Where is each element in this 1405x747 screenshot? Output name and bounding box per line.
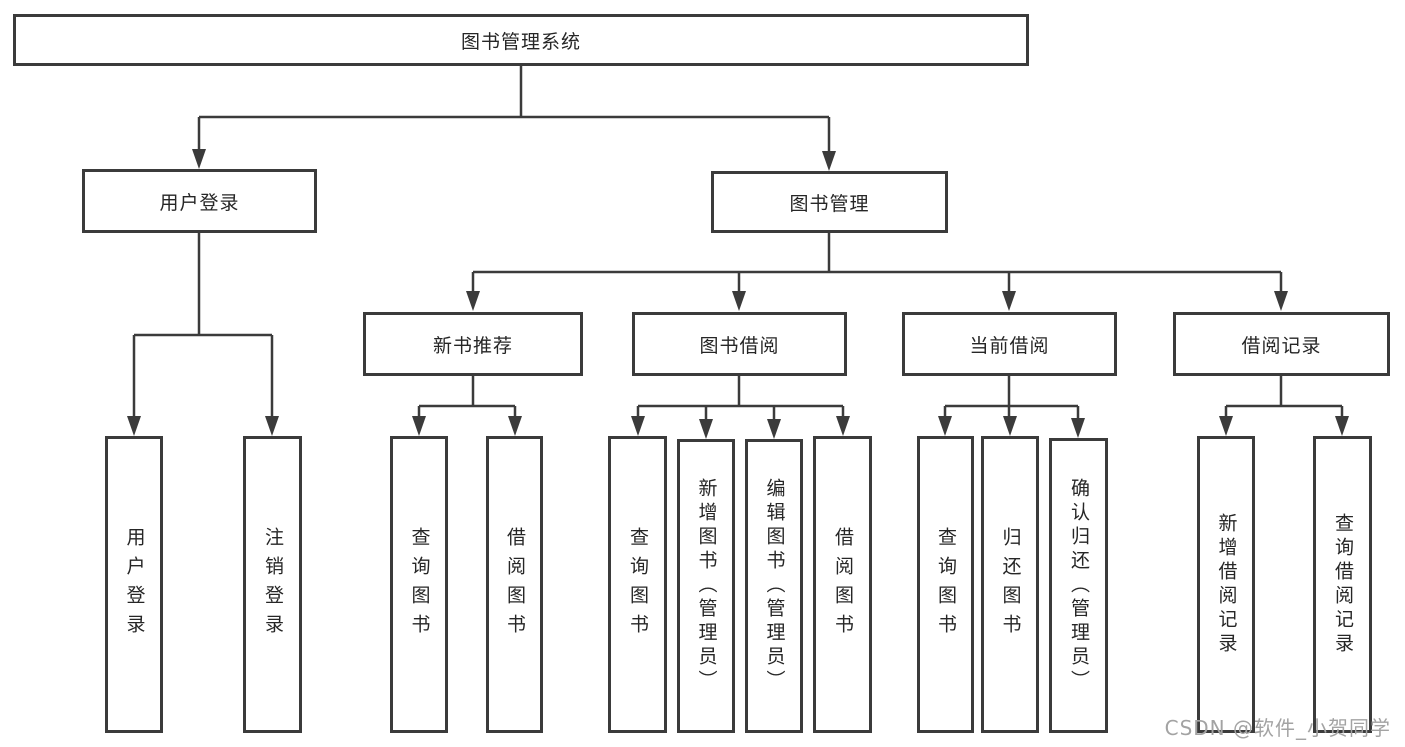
arrowhead-icon: [466, 291, 480, 311]
leaf-add-borrow-record: 新增借阅记录: [1197, 436, 1255, 733]
leaf-label: 借阅图书: [504, 526, 526, 643]
arrowhead-icon: [265, 416, 279, 436]
node-current-borrowing: 当前借阅: [902, 312, 1117, 376]
node-user-login: 用户登录: [82, 169, 317, 233]
node-library-management-system: 图书管理系统: [13, 14, 1029, 66]
arrowhead-icon: [699, 419, 713, 439]
node-label: 借阅记录: [1241, 334, 1322, 357]
node-book-borrowing: 图书借阅: [632, 312, 847, 376]
leaf-query-books-recommend: 查询图书: [390, 436, 448, 733]
arrowhead-icon: [822, 151, 836, 171]
leaf-label: 查询图书: [627, 526, 649, 643]
leaf-label: 新增借阅记录: [1215, 512, 1238, 657]
csdn-watermark: CSDN @软件_小贺同学: [1164, 716, 1391, 740]
leaf-edit-books-admin: 编辑图书（管理员）: [745, 439, 803, 733]
arrowhead-icon: [631, 416, 645, 436]
leaf-user-login: 用户登录: [105, 436, 163, 733]
leaf-label: 确认归还（管理员）: [1068, 477, 1090, 694]
arrowhead-icon: [1219, 416, 1233, 436]
arrowhead-icon: [1335, 416, 1349, 436]
arrowhead-icon: [767, 419, 781, 439]
arrowhead-icon: [732, 291, 746, 311]
leaf-query-borrow-record: 查询借阅记录: [1313, 436, 1372, 733]
leaf-label: 注销登录: [262, 526, 284, 643]
node-label: 图书借阅: [699, 334, 780, 357]
arrowhead-icon: [938, 416, 952, 436]
leaf-label: 编辑图书（管理员）: [763, 478, 786, 694]
arrowhead-icon: [192, 149, 206, 169]
arrowhead-icon: [412, 416, 426, 436]
leaf-add-books-admin: 新增图书（管理员）: [677, 439, 735, 733]
node-label: 当前借阅: [969, 334, 1050, 357]
leaf-logout: 注销登录: [243, 436, 302, 733]
leaf-borrow-books-recommend: 借阅图书: [486, 436, 543, 733]
arrowhead-icon: [836, 416, 850, 436]
leaf-return-books: 归还图书: [981, 436, 1039, 733]
arrowhead-icon: [1003, 416, 1017, 436]
leaf-query-books-current: 查询图书: [917, 436, 974, 733]
node-book-management: 图书管理: [711, 171, 948, 233]
arrowhead-icon: [127, 416, 141, 436]
leaf-label: 查询借阅记录: [1332, 512, 1354, 657]
leaf-label: 用户登录: [123, 526, 146, 643]
arrowhead-icon: [1274, 291, 1288, 311]
node-label: 图书管理系统: [460, 30, 581, 53]
leaf-label: 归还图书: [999, 526, 1022, 643]
arrowhead-icon: [1071, 418, 1085, 438]
leaf-label: 借阅图书: [832, 526, 854, 643]
node-label: 图书管理: [789, 192, 870, 215]
leaf-label: 查询图书: [408, 526, 431, 643]
leaf-label: 查询图书: [935, 526, 957, 643]
arrowhead-icon: [508, 416, 522, 436]
leaf-query-books-borrowing: 查询图书: [608, 436, 667, 733]
arrowhead-icon: [1002, 291, 1016, 311]
node-label: 用户登录: [159, 191, 240, 214]
leaf-label: 新增图书（管理员）: [695, 478, 718, 694]
node-borrowing-records: 借阅记录: [1173, 312, 1390, 376]
leaf-confirm-return-admin: 确认归还（管理员）: [1049, 438, 1108, 733]
leaf-borrow-books-borrowing: 借阅图书: [813, 436, 872, 733]
node-new-book-recommendation: 新书推荐: [363, 312, 583, 376]
node-label: 新书推荐: [432, 334, 513, 357]
